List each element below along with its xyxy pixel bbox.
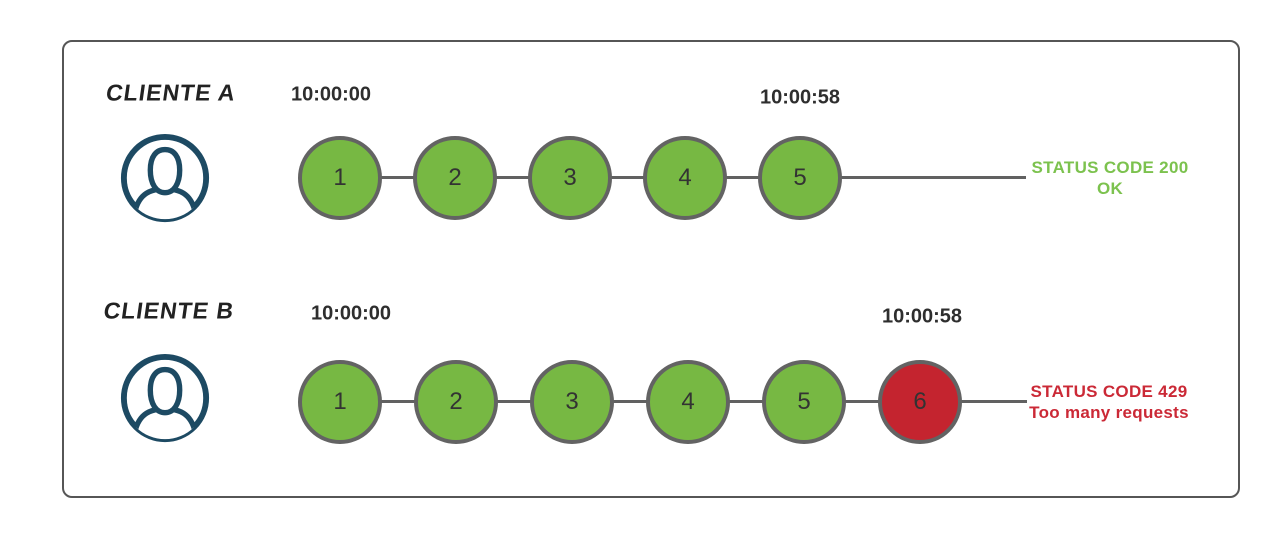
diagram-frame: [62, 40, 1240, 498]
